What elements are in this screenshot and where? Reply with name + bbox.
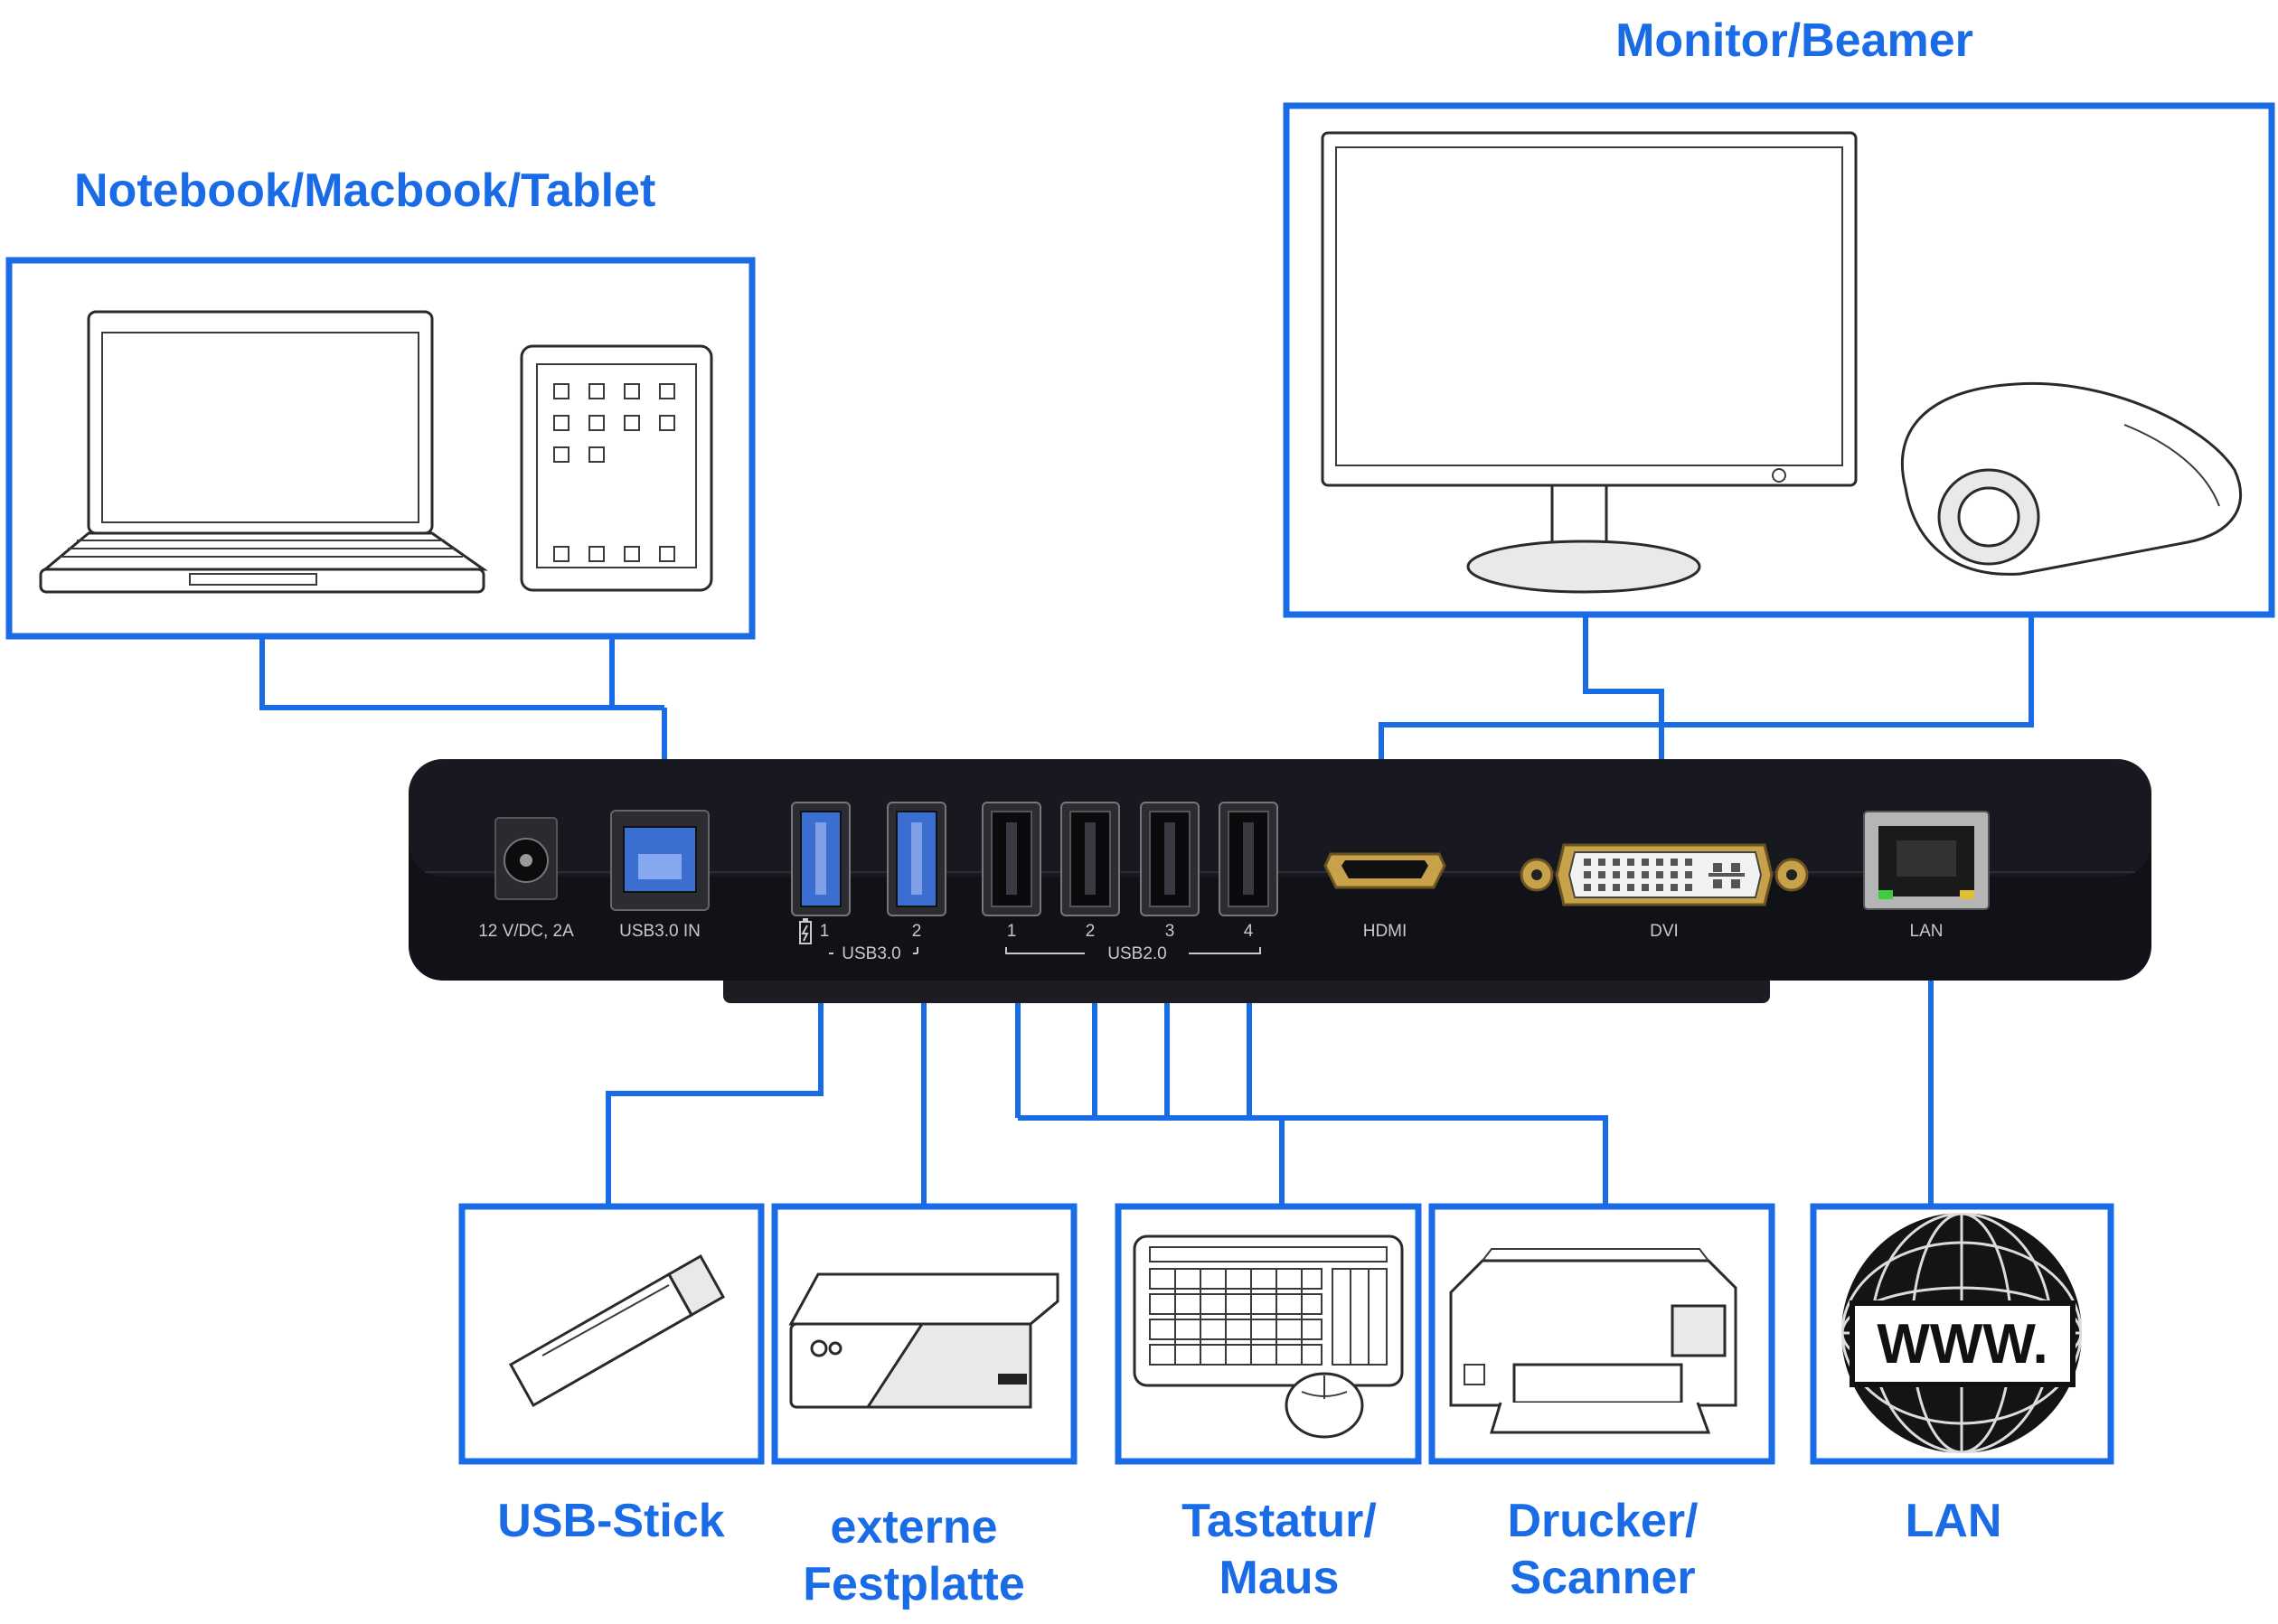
label-lan: LAN [1906,1495,2002,1547]
usb3-in-port [610,810,710,911]
label-keyboard-line1: Tastatur/ [1181,1495,1377,1547]
monitor-beamer-box [1283,102,2275,618]
hdmi-port [1323,852,1446,889]
printer-scanner-box [1428,1203,1775,1465]
battery-charge-icon [799,918,812,944]
notebook-tablet-box [5,257,756,640]
globe-icon: WWW. [1840,1212,2083,1454]
hard-drive-icon [788,1272,1059,1409]
dvi-label: DVI [1650,922,1679,941]
hdmi-label: HDMI [1363,922,1407,941]
projector-icon [1900,381,2242,576]
usb2-port-2-label: 2 [1086,922,1096,941]
title-monitor: Monitor/Beamer [1615,14,1973,67]
docking-station: 12 V/DC, 2A USB3.0 IN [409,759,2151,1003]
printer-icon [1449,1248,1737,1434]
usb2-port-4 [1219,802,1278,916]
keyboard-icon [1133,1234,1404,1387]
usb2-port-1-label: 1 [1007,922,1017,941]
usb2-group-label: USB2.0 [1107,944,1166,963]
monitor-icon [1321,131,1858,594]
dvi-port [1520,843,1809,906]
label-printer-line2: Scanner [1510,1552,1695,1604]
usb3-in-label: USB3.0 IN [619,922,701,941]
usb3-group-label: USB3.0 [842,944,900,963]
power-jack [494,817,558,900]
title-notebook: Notebook/Macbook/Tablet [74,164,655,217]
label-usb-stick: USB-Stick [497,1495,724,1547]
keyboard-mouse-box [1115,1203,1422,1465]
lan-box: WWW. [1810,1203,2114,1465]
mouse-icon [1285,1372,1364,1439]
label-keyboard-line2: Maus [1219,1552,1340,1604]
hdd-box [771,1203,1078,1465]
label-hdd-line1: externe [831,1501,998,1554]
usb-stick-icon [508,1253,726,1408]
laptop-icon [39,310,488,594]
usb-stick-box [458,1203,765,1465]
globe-www-label: WWW. [1877,1313,2047,1375]
label-hdd-line2: Festplatte [803,1558,1025,1610]
usb3-port-2 [887,802,946,916]
usb3-port-1 [791,802,851,916]
usb3-port-1-label: 1 [820,922,830,941]
usb3-port-2-label: 2 [912,922,922,941]
usb2-port-1 [982,802,1041,916]
usb2-port-3-label: 3 [1165,922,1175,941]
power-label: 12 V/DC, 2A [478,922,574,941]
label-printer-line1: Drucker/ [1508,1495,1699,1547]
usb2-port-3 [1140,802,1200,916]
usb2-port-4-label: 4 [1244,922,1254,941]
tablet-icon [520,344,713,592]
lan-port-label: LAN [1910,922,1944,941]
usb2-port-2 [1060,802,1120,916]
lan-port [1863,811,1990,910]
connection-wires [259,615,2034,1206]
